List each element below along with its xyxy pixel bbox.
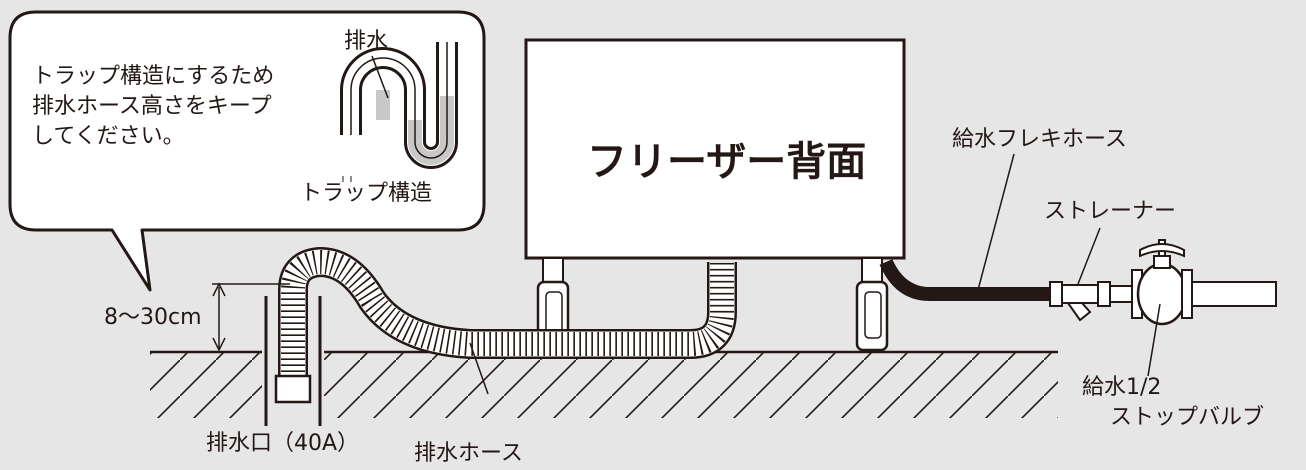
- height-label: 8〜30cm: [104, 305, 202, 330]
- callout-line-1: トラップ構造にするため: [32, 64, 275, 89]
- callout-line-2: 排水ホース高さをキープ: [32, 94, 272, 119]
- height-dimension: [212, 282, 290, 352]
- callout-bubble: [8, 10, 486, 292]
- caster-right: [855, 257, 889, 352]
- strainer-label: ストレーナー: [1044, 199, 1177, 224]
- drain-outlet-label: 排水口（40A）: [206, 431, 360, 456]
- trap-illustration: [340, 42, 458, 182]
- supply-pipe: [1191, 281, 1277, 307]
- callout-line-3: してください。: [32, 124, 185, 149]
- freezer-body: [524, 38, 906, 260]
- stop-valve: [1109, 239, 1193, 377]
- supply-flex-hose-label: 給水フレキホース: [952, 127, 1127, 152]
- trap-drain-label: 排水: [344, 29, 389, 54]
- drain-hose: [274, 247, 737, 404]
- freezer-title: フリーザー背面: [587, 139, 867, 185]
- callout-text: トラップ構造にするため 排水ホース高さをキープ してください。: [32, 62, 274, 152]
- stop-valve-label-2: ストップバルブ: [1110, 405, 1265, 430]
- trap-structure-label: トラップ構造: [300, 181, 433, 206]
- strainer: [1049, 227, 1111, 322]
- stop-valve-label-1: 給水1/2: [1082, 375, 1162, 400]
- supply-flex-hose: [879, 153, 1050, 301]
- drain-hose-label: 排水ホース: [414, 441, 523, 466]
